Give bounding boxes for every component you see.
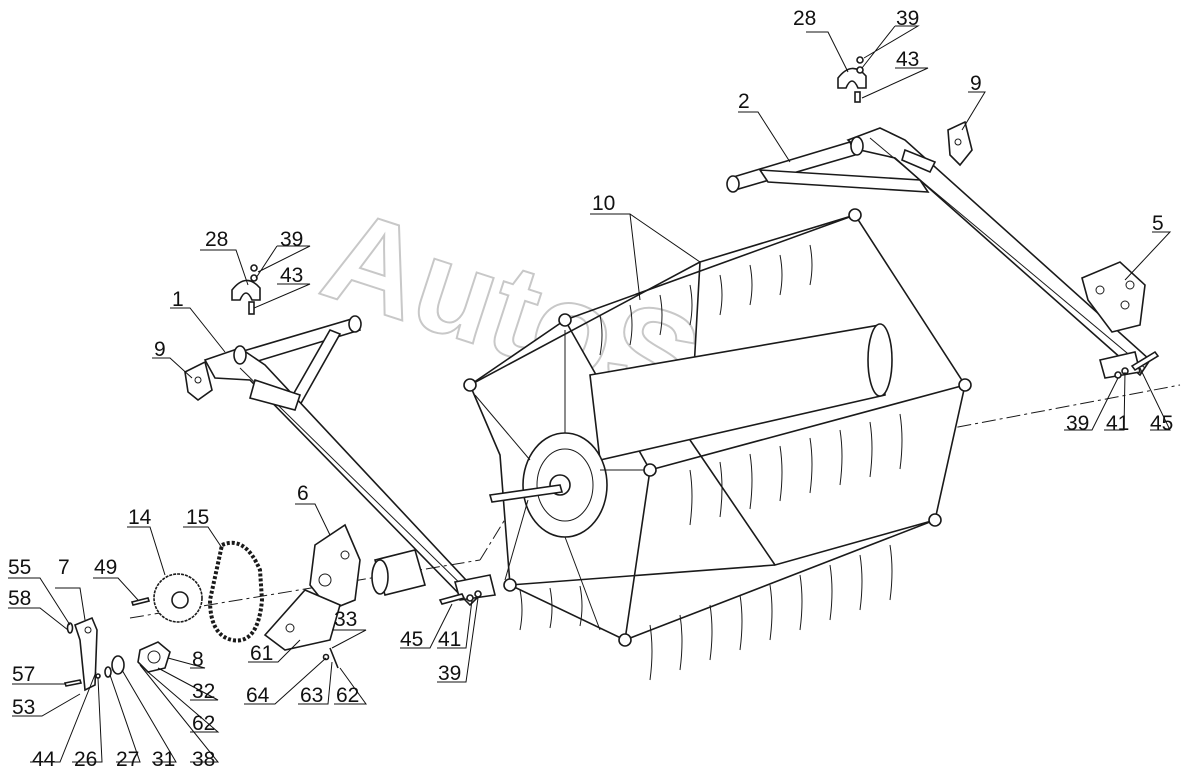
clamp-28-left [231, 264, 261, 315]
callout-39-bottom: 39 [438, 662, 461, 685]
plate-61 [263, 589, 341, 651]
callout-28-top-right: 28 [793, 7, 816, 30]
small-parts-63-62-64 [322, 647, 339, 669]
callout-38: 38 [192, 748, 215, 771]
reel-assembly [463, 208, 972, 681]
callout-43-left: 43 [280, 264, 303, 287]
callout-64: 64 [246, 684, 270, 707]
bracket-9-right [947, 120, 973, 167]
clip-58 [66, 622, 74, 634]
callout-41-left: 41 [438, 628, 461, 651]
bolts-45-41-39-left [438, 590, 482, 605]
callout-26: 26 [74, 748, 97, 771]
callout-14: 14 [128, 506, 152, 529]
leader-lines [8, 25, 1172, 763]
callout-27: 27 [116, 748, 139, 771]
callout-55: 55 [8, 556, 31, 579]
callout-28-left: 28 [205, 228, 228, 251]
callout-9-left: 9 [154, 338, 166, 361]
callout-44: 44 [32, 748, 56, 771]
bracket-6 [309, 523, 361, 611]
callout-10: 10 [592, 192, 615, 215]
clamp-28-right [837, 56, 867, 103]
callout-62-right: 62 [336, 684, 359, 707]
washers-26-27-31 [95, 655, 125, 679]
callout-2: 2 [738, 90, 750, 113]
callout-57: 57 [12, 663, 35, 686]
callout-45-right: 45 [1150, 412, 1173, 435]
callout-32: 32 [192, 680, 215, 703]
right-reel-arm [726, 127, 1152, 379]
callout-39-left: 39 [280, 228, 303, 251]
callout-1: 1 [172, 288, 184, 311]
pin-49 [130, 597, 151, 606]
callout-15: 15 [186, 506, 209, 529]
callout-9-right: 9 [970, 72, 982, 95]
gearbox [371, 549, 426, 596]
bolt-57 [63, 679, 83, 687]
callout-45-left: 45 [400, 628, 423, 651]
tensioner-7 [74, 616, 98, 692]
callout-58: 58 [8, 587, 31, 610]
sprocket-8 [137, 641, 171, 673]
callout-49: 49 [94, 556, 117, 579]
callout-41-right: 41 [1106, 412, 1129, 435]
callout-7: 7 [58, 556, 70, 579]
callout-31: 31 [152, 748, 175, 771]
bracket-5 [1081, 261, 1146, 333]
callout-5: 5 [1152, 212, 1164, 235]
chain-15 [207, 540, 265, 643]
callout-39-top-right: 39 [896, 7, 919, 30]
callout-39-right: 39 [1066, 412, 1089, 435]
callout-labels: 28 39 43 9 2 5 39 41 45 10 28 39 43 1 9 … [8, 7, 1173, 771]
left-reel-arm [203, 315, 496, 607]
bracket-9-left [184, 360, 213, 402]
callout-63: 63 [300, 684, 323, 707]
callout-62-left: 62 [192, 712, 215, 735]
callout-33: 33 [334, 608, 357, 631]
callout-8: 8 [192, 648, 204, 671]
callout-53: 53 [12, 696, 35, 719]
sprocket-14 [153, 573, 203, 623]
callout-61: 61 [250, 642, 273, 665]
callout-6: 6 [297, 482, 309, 505]
callout-43-top-right: 43 [896, 48, 919, 71]
